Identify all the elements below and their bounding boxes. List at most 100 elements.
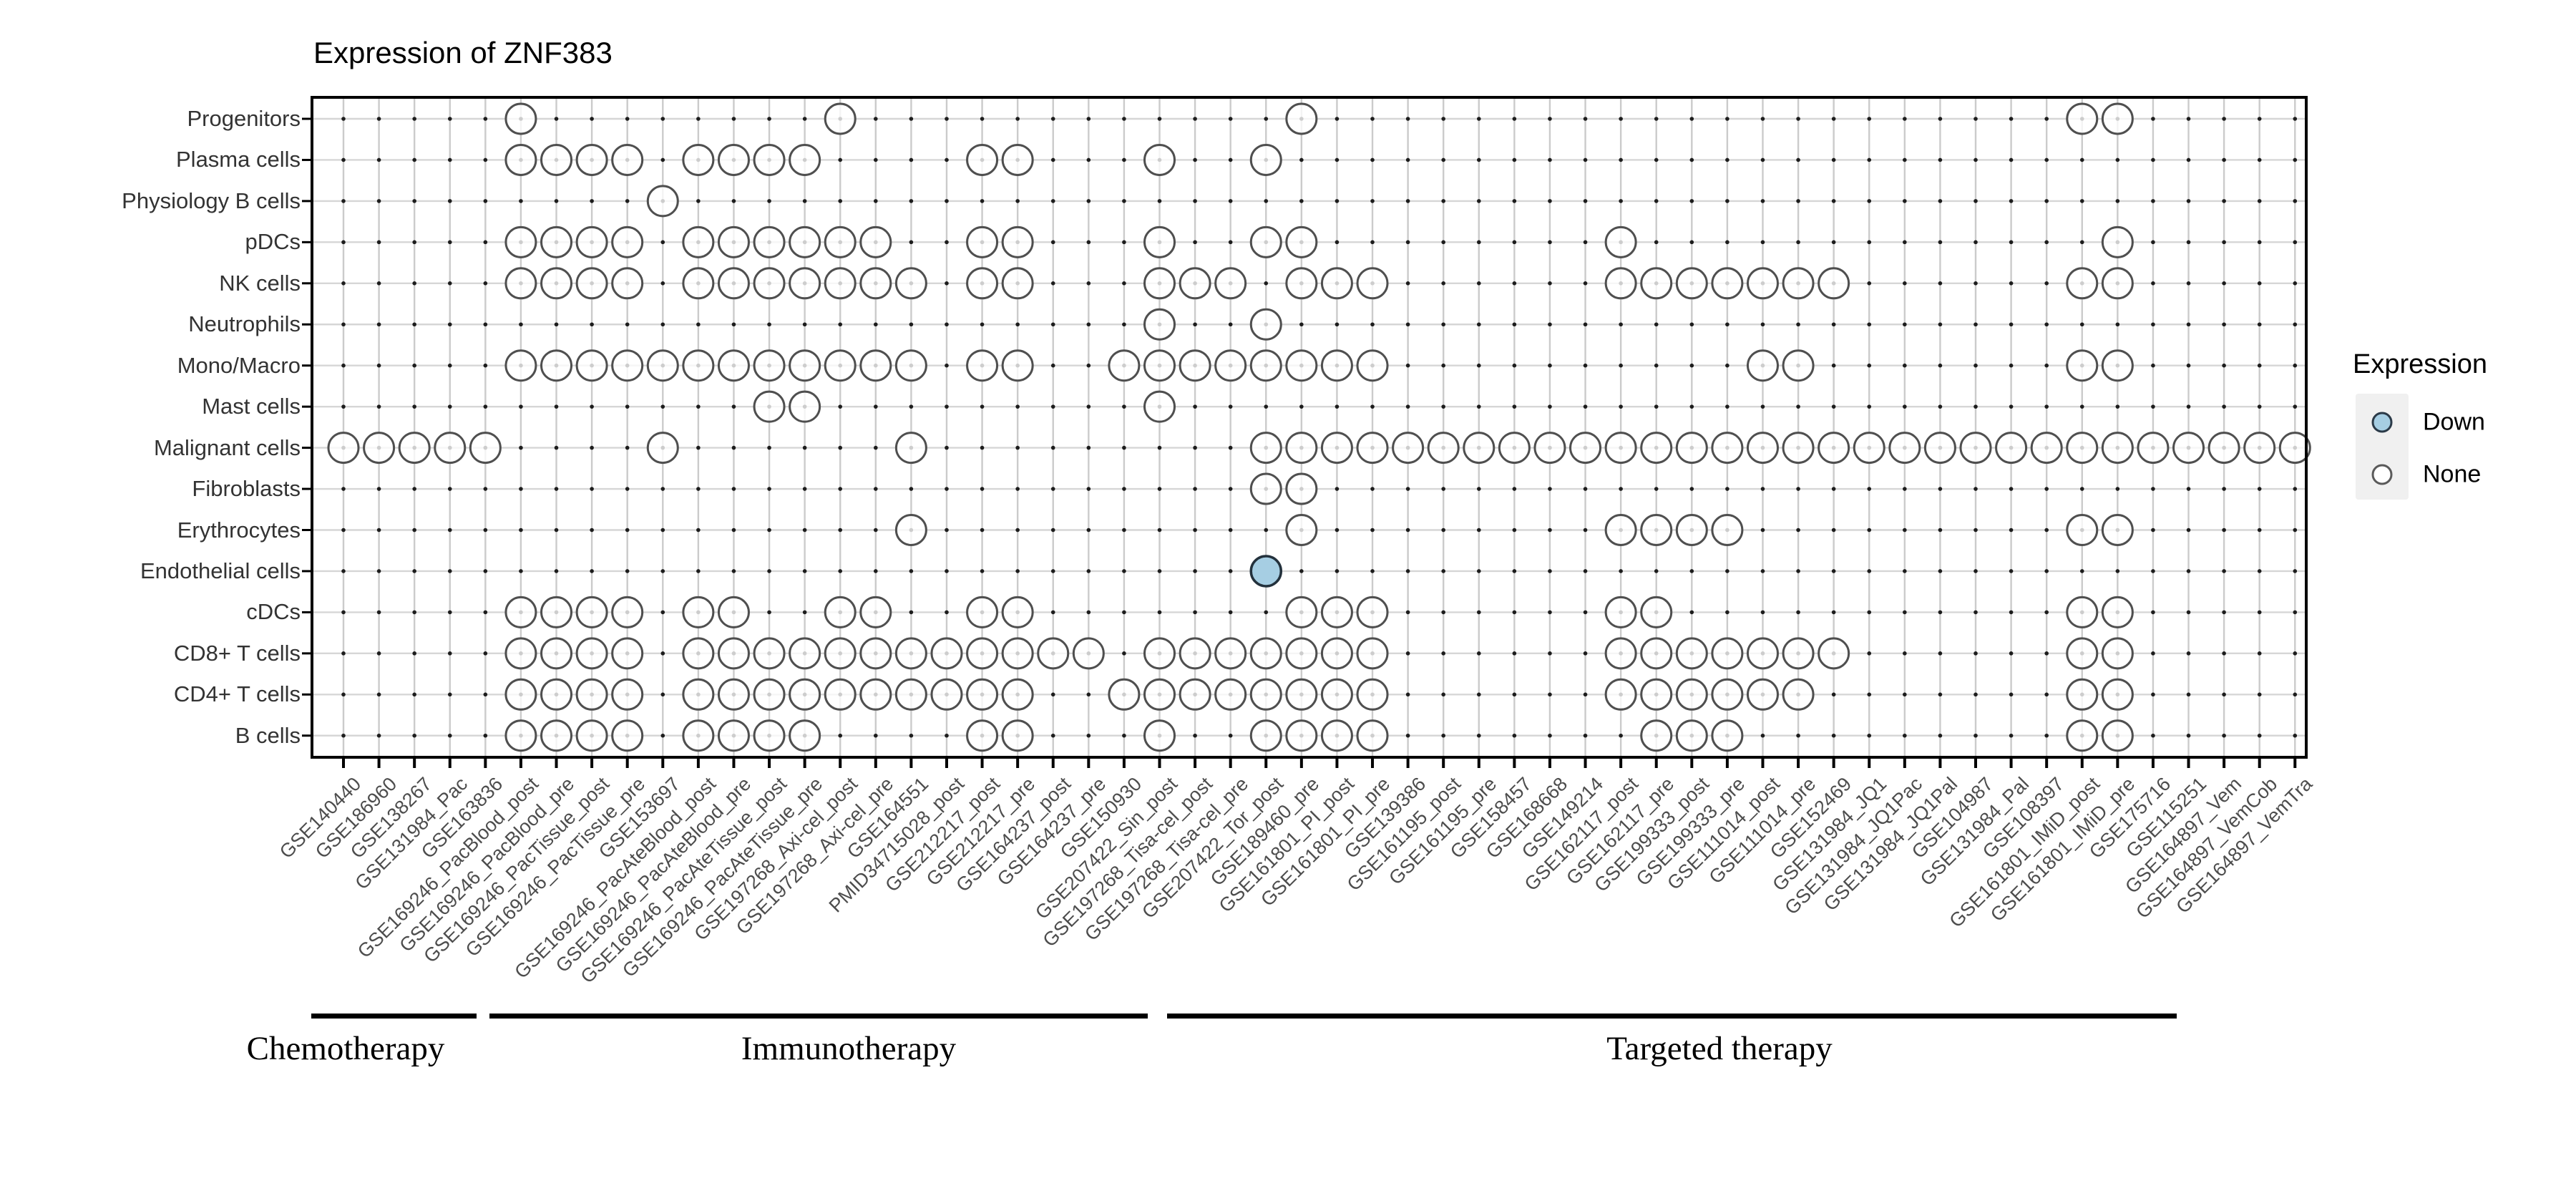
cell-circle-none xyxy=(789,349,821,382)
grid-dot xyxy=(1654,487,1659,491)
grid-dot xyxy=(1405,363,1410,368)
grid-dot xyxy=(1299,404,1304,409)
grid-dot xyxy=(1050,240,1055,245)
grid-dot xyxy=(1299,157,1304,162)
grid-dot xyxy=(590,404,594,409)
grid-dot xyxy=(376,610,381,615)
cell-circle-none xyxy=(824,596,857,628)
grid-dot xyxy=(1441,157,1445,162)
grid-dot xyxy=(1050,528,1055,533)
grid-dot xyxy=(945,240,949,245)
grid-dot xyxy=(1974,363,1978,368)
grid-dot xyxy=(447,322,452,327)
grid-dot xyxy=(447,404,452,409)
grid-dot xyxy=(1086,733,1091,738)
grid-dot xyxy=(1086,404,1091,409)
grid-dot xyxy=(2151,569,2155,573)
grid-dot xyxy=(2222,733,2226,738)
grid-dot xyxy=(2257,199,2262,203)
grid-dot xyxy=(2222,651,2226,656)
grid-dot xyxy=(802,569,807,573)
cell-circle-none xyxy=(1498,432,1531,465)
cell-circle-none xyxy=(966,267,999,300)
cell-circle-none xyxy=(646,349,679,382)
cell-circle-none xyxy=(575,143,608,176)
grid-dot xyxy=(1548,610,1552,615)
cell-circle-none xyxy=(1356,267,1389,300)
grid-dot xyxy=(2186,240,2191,245)
cell-circle-none xyxy=(2101,637,2134,670)
grid-dot xyxy=(945,487,949,491)
plot-title: Expression of ZNF383 xyxy=(313,36,613,69)
grid-dot xyxy=(1157,199,1162,203)
grid-dot xyxy=(1760,117,1765,121)
grid-dot xyxy=(2222,487,2226,491)
y-axis-label: B cells xyxy=(235,722,301,748)
cell-circle-none xyxy=(1320,349,1353,382)
grid-dot xyxy=(1228,404,1233,409)
grid-dot xyxy=(1548,117,1552,121)
grid-dot xyxy=(412,487,416,491)
grid-dot xyxy=(2257,733,2262,738)
grid-dot xyxy=(376,692,381,697)
grid-dot xyxy=(2257,569,2262,573)
grid-dot xyxy=(1405,240,1410,245)
grid-dot xyxy=(2293,322,2298,327)
grid-dot xyxy=(625,487,630,491)
cell-circle-none xyxy=(753,390,786,423)
cell-circle-none xyxy=(1392,432,1425,465)
grid-dot xyxy=(412,157,416,162)
cell-circle-none xyxy=(894,267,927,300)
grid-dot xyxy=(1476,733,1481,738)
grid-dot xyxy=(1831,322,1836,327)
grid-dot xyxy=(1938,240,1943,245)
group-label-targeted-therapy: Targeted therapy xyxy=(1606,1030,1833,1067)
grid-dot xyxy=(1405,404,1410,409)
legend-item-down: Down xyxy=(2423,408,2485,436)
cell-circle-none xyxy=(1711,678,1744,711)
grid-dot xyxy=(2151,240,2155,245)
grid-dot xyxy=(412,199,416,203)
grid-dot xyxy=(1725,157,1729,162)
cell-circle-none xyxy=(1604,637,1637,670)
cell-circle-none xyxy=(504,678,537,711)
cell-circle-none xyxy=(1356,596,1389,628)
grid-dot xyxy=(447,363,452,368)
grid-dot xyxy=(1725,322,1729,327)
cell-circle-none xyxy=(682,637,715,670)
grid-dot xyxy=(2293,569,2298,573)
grid-dot xyxy=(874,487,878,491)
grid-dot xyxy=(980,487,985,491)
grid-dot xyxy=(2222,610,2226,615)
cell-circle-none xyxy=(540,637,573,670)
grid-dot xyxy=(874,445,878,450)
grid-dot xyxy=(660,733,665,738)
grid-dot xyxy=(2186,404,2191,409)
grid-dot xyxy=(2079,487,2084,491)
grid-dot xyxy=(2044,117,2049,121)
grid-dot xyxy=(2151,363,2155,368)
grid-dot xyxy=(554,404,559,409)
cell-circle-none xyxy=(717,678,750,711)
grid-dot xyxy=(2009,199,2014,203)
grid-dot xyxy=(1974,692,1978,697)
cell-circle-none xyxy=(1782,349,1815,382)
grid-dot xyxy=(1548,404,1552,409)
grid-dot xyxy=(1015,117,1020,121)
grid-dot xyxy=(483,651,488,656)
cell-circle-none xyxy=(859,349,892,382)
grid-dot xyxy=(376,651,381,656)
cell-circle-none xyxy=(2066,514,2099,546)
grid-dot xyxy=(447,692,452,697)
grid-dot xyxy=(2009,281,2014,286)
grid-dot xyxy=(1050,569,1055,573)
grid-dot xyxy=(447,733,452,738)
cell-circle-none xyxy=(1675,678,1708,711)
grid-dot xyxy=(1050,322,1055,327)
grid-dot xyxy=(1405,117,1410,121)
grid-dot xyxy=(2009,363,2014,368)
grid-dot xyxy=(412,363,416,368)
grid-dot xyxy=(1831,117,1836,121)
grid-dot xyxy=(1974,240,1978,245)
cell-circle-none xyxy=(859,267,892,300)
